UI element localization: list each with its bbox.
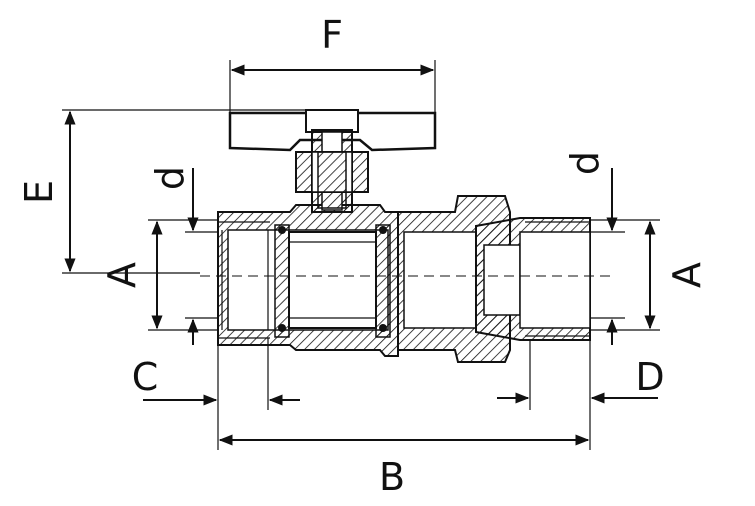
label-F: F: [321, 13, 343, 57]
label-E: E: [17, 180, 61, 204]
label-A-left: A: [100, 262, 144, 288]
dimension-right-d-A: d A: [563, 151, 709, 345]
label-B: B: [379, 455, 405, 499]
label-D: D: [635, 355, 664, 399]
dimension-E: E: [17, 109, 305, 274]
dimension-C: C: [132, 338, 300, 410]
label-A-right: A: [665, 262, 709, 288]
handle-nut: [305, 109, 359, 133]
right-seat: [375, 224, 391, 338]
left-seat: [274, 224, 290, 338]
dimension-F: F: [229, 13, 436, 112]
union-nut: [397, 195, 591, 363]
inlet-thread: [218, 221, 270, 339]
label-d-right: d: [563, 151, 607, 175]
dimension-D: D: [497, 340, 665, 450]
dimension-B: B: [217, 410, 590, 499]
valve-body: [217, 204, 399, 357]
label-C: C: [132, 355, 159, 399]
label-d-left: d: [148, 166, 192, 190]
ball: [288, 231, 377, 329]
handle-assembly: [228, 109, 437, 213]
dimension-left-d-A: d A: [100, 166, 218, 345]
